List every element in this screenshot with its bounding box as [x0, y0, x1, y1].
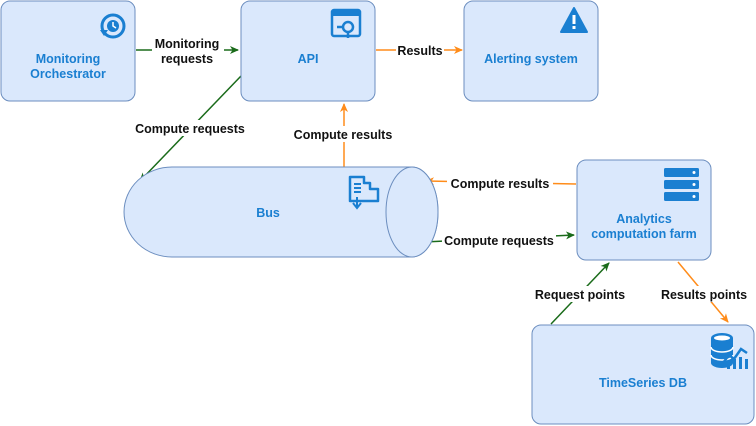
edge-label-request-points: Request points	[535, 288, 625, 302]
edge-label-compute-results: Compute results	[294, 128, 393, 142]
api-window-icon	[330, 8, 362, 38]
edge-label-monitoring-requests: Monitoring	[155, 37, 220, 51]
node-label: computation farm	[591, 227, 697, 241]
database-chart-icon	[710, 333, 748, 369]
node-label: Bus	[256, 206, 280, 220]
edge-label-monitoring-requests: requests	[161, 52, 213, 66]
node-label: Monitoring	[36, 52, 101, 66]
node-bus[interactable]: Bus	[123, 166, 439, 258]
node-label: API	[298, 52, 319, 66]
node-label: TimeSeries DB	[599, 376, 687, 390]
bus-queue-icon	[348, 175, 380, 210]
edge-label-compute-requests: Compute requests	[135, 122, 245, 136]
node-analytics-farm[interactable]: Analytics computation farm	[576, 159, 712, 261]
node-monitoring-orchestrator[interactable]: Monitoring Orchestrator	[0, 0, 136, 102]
node-label: Alerting system	[484, 52, 578, 66]
server-rack-icon	[664, 168, 699, 201]
warning-icon	[560, 7, 588, 33]
edge-label-compute-requests: Compute requests	[444, 234, 554, 248]
node-timeseries-db[interactable]: TimeSeries DB	[531, 324, 755, 425]
node-alerting-system[interactable]: Alerting system	[463, 0, 599, 102]
node-label: Orchestrator	[30, 67, 106, 81]
clock-refresh-icon	[100, 13, 126, 39]
edge-label-compute-results: Compute results	[451, 177, 550, 191]
node-label: Analytics	[616, 212, 672, 226]
edge-label-results: Results	[397, 44, 442, 58]
edge-label-results-points: Results points	[661, 288, 747, 302]
node-api[interactable]: API	[240, 0, 376, 102]
